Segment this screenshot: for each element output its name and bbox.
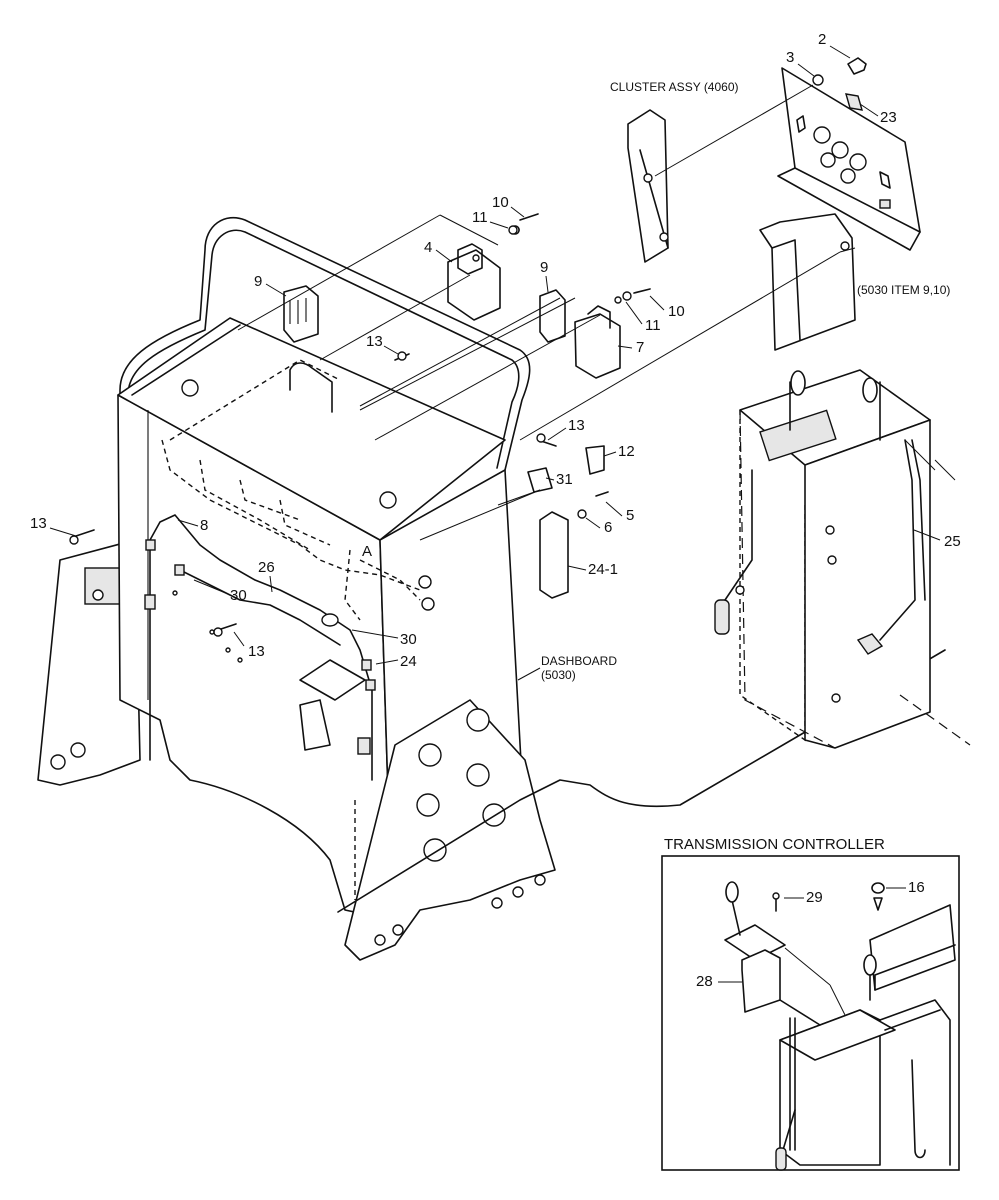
callout-23: 23 (880, 109, 897, 126)
label-dashboard-code: (5030) (541, 668, 576, 682)
callout-30-left: 30 (230, 587, 247, 604)
callout-4: 4 (424, 239, 432, 256)
cluster-assembly (627, 57, 921, 351)
clip-part-31 (527, 467, 553, 493)
callout-30-right: 30 (400, 631, 417, 648)
callout-16: 16 (908, 879, 925, 896)
callout-13-bottom: 13 (248, 643, 265, 660)
callout-31: 31 (556, 471, 573, 488)
callout-25: 25 (944, 533, 961, 550)
dashboard-frame (37, 216, 946, 961)
transmission-controller-assembly (714, 369, 971, 749)
callout-29: 29 (806, 889, 823, 906)
callout-6: 6 (604, 519, 612, 536)
callout-9-left: 9 (254, 273, 262, 290)
label-detail-a: A (362, 543, 372, 560)
bolt-part-2 (847, 57, 867, 75)
transmission-controller-inset (661, 855, 960, 1171)
callout-13-mid: 13 (568, 417, 585, 434)
callout-3: 3 (786, 49, 794, 66)
callout-26: 26 (258, 559, 275, 576)
relay-part-7 (574, 313, 621, 379)
label-item-reference: (5030 ITEM 9,10) (857, 283, 950, 297)
label-cluster-assy: CLUSTER ASSY (4060) (610, 80, 739, 94)
relay-part-9-right (539, 289, 566, 343)
relays (237, 213, 841, 441)
label-dashboard: DASHBOARD (541, 654, 617, 668)
callout-5: 5 (626, 507, 634, 524)
callout-7: 7 (636, 339, 644, 356)
switch-part-23 (845, 93, 863, 111)
relay-part-4 (447, 249, 501, 321)
callout-24-1: 24-1 (588, 561, 618, 578)
callout-11-right: 11 (645, 317, 661, 334)
callout-10-top: 10 (492, 194, 509, 211)
callout-2: 2 (818, 31, 826, 48)
callout-11-top: 11 (472, 209, 488, 226)
callout-13-left: 13 (30, 515, 47, 532)
labels: CLUSTER ASSY (4060) (5030 ITEM 9,10) DAS… (362, 80, 950, 853)
callout-8: 8 (200, 517, 208, 534)
washer-part-3 (812, 74, 824, 86)
callout-28: 28 (696, 973, 713, 990)
bracket-part-12 (585, 445, 605, 475)
callout-9-right: 9 (540, 259, 548, 276)
callout-10-right: 10 (668, 303, 685, 320)
small-parts (419, 433, 609, 599)
callout-13-top: 13 (366, 333, 383, 350)
inset-title: TRANSMISSION CONTROLLER (664, 836, 885, 853)
callouts: 2 3 23 10 11 4 9 9 10 11 7 13 13 12 31 5… (30, 31, 961, 990)
callout-24: 24 (400, 653, 417, 670)
callout-12: 12 (618, 443, 635, 460)
switch-part-24-1 (539, 511, 569, 599)
relay-part-9-left (283, 285, 319, 343)
